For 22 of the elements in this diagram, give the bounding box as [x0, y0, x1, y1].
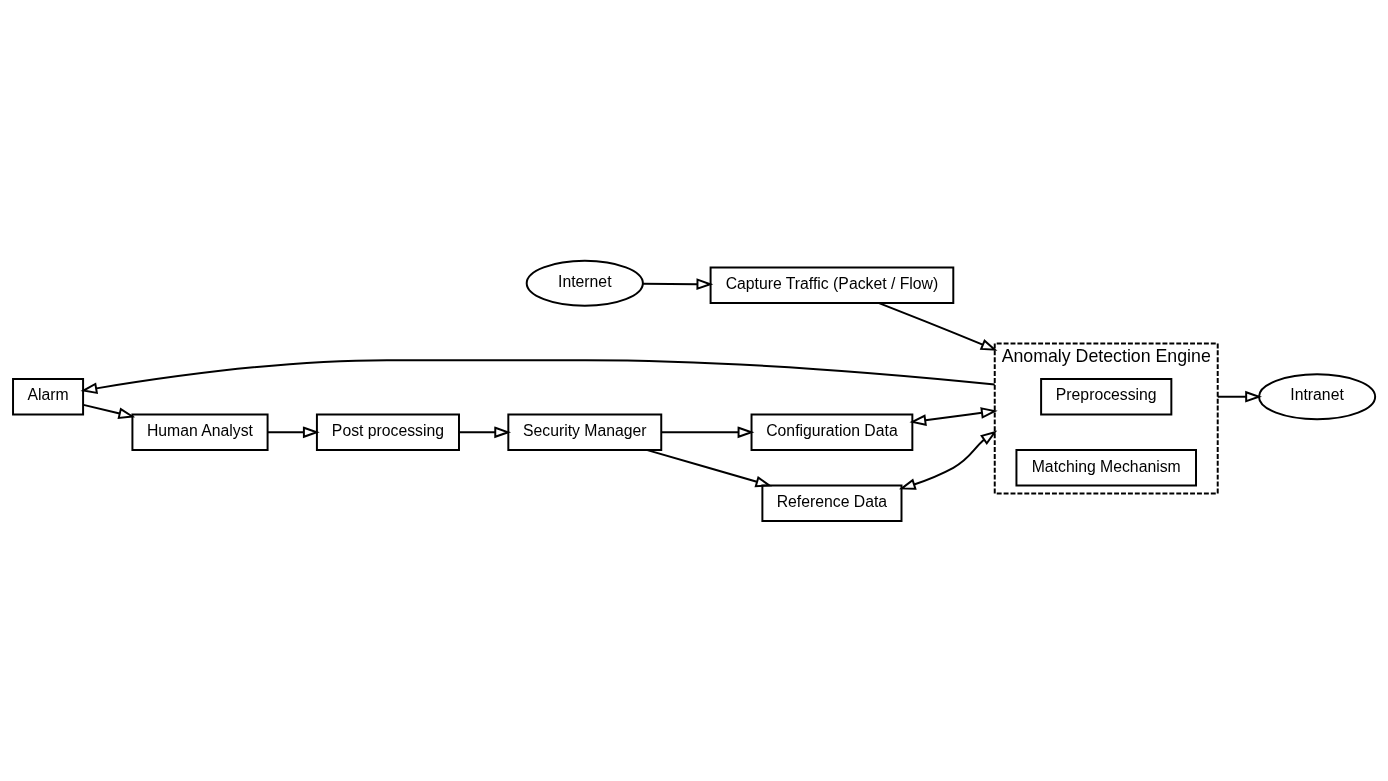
node-ellipse: Internet: [525, 259, 644, 307]
node-box: Human Analyst: [131, 413, 269, 451]
node-box: Post processing: [315, 413, 460, 451]
node-box: Reference Data: [761, 484, 903, 522]
arrow: [898, 430, 998, 490]
arrow: [646, 448, 773, 487]
arrow: [458, 425, 512, 438]
arrow: [266, 425, 320, 438]
node-box: Capture Traffic (Packet / Flow): [709, 266, 955, 304]
arrow: [660, 425, 755, 438]
node-box: Matching Mechanism: [1015, 448, 1197, 486]
arrow: [80, 358, 996, 394]
arrow: [909, 406, 998, 426]
arrow: [82, 403, 136, 419]
node-box: Alarm: [12, 377, 85, 415]
node-box: Security Manager: [507, 413, 663, 451]
node-box: Preprocessing: [1040, 377, 1173, 415]
node-box: Configuration Data: [750, 413, 914, 451]
arrow: [1216, 390, 1262, 403]
arrow: [878, 301, 998, 351]
arrow: [641, 277, 714, 290]
node-ellipse: Intranet: [1258, 372, 1377, 420]
